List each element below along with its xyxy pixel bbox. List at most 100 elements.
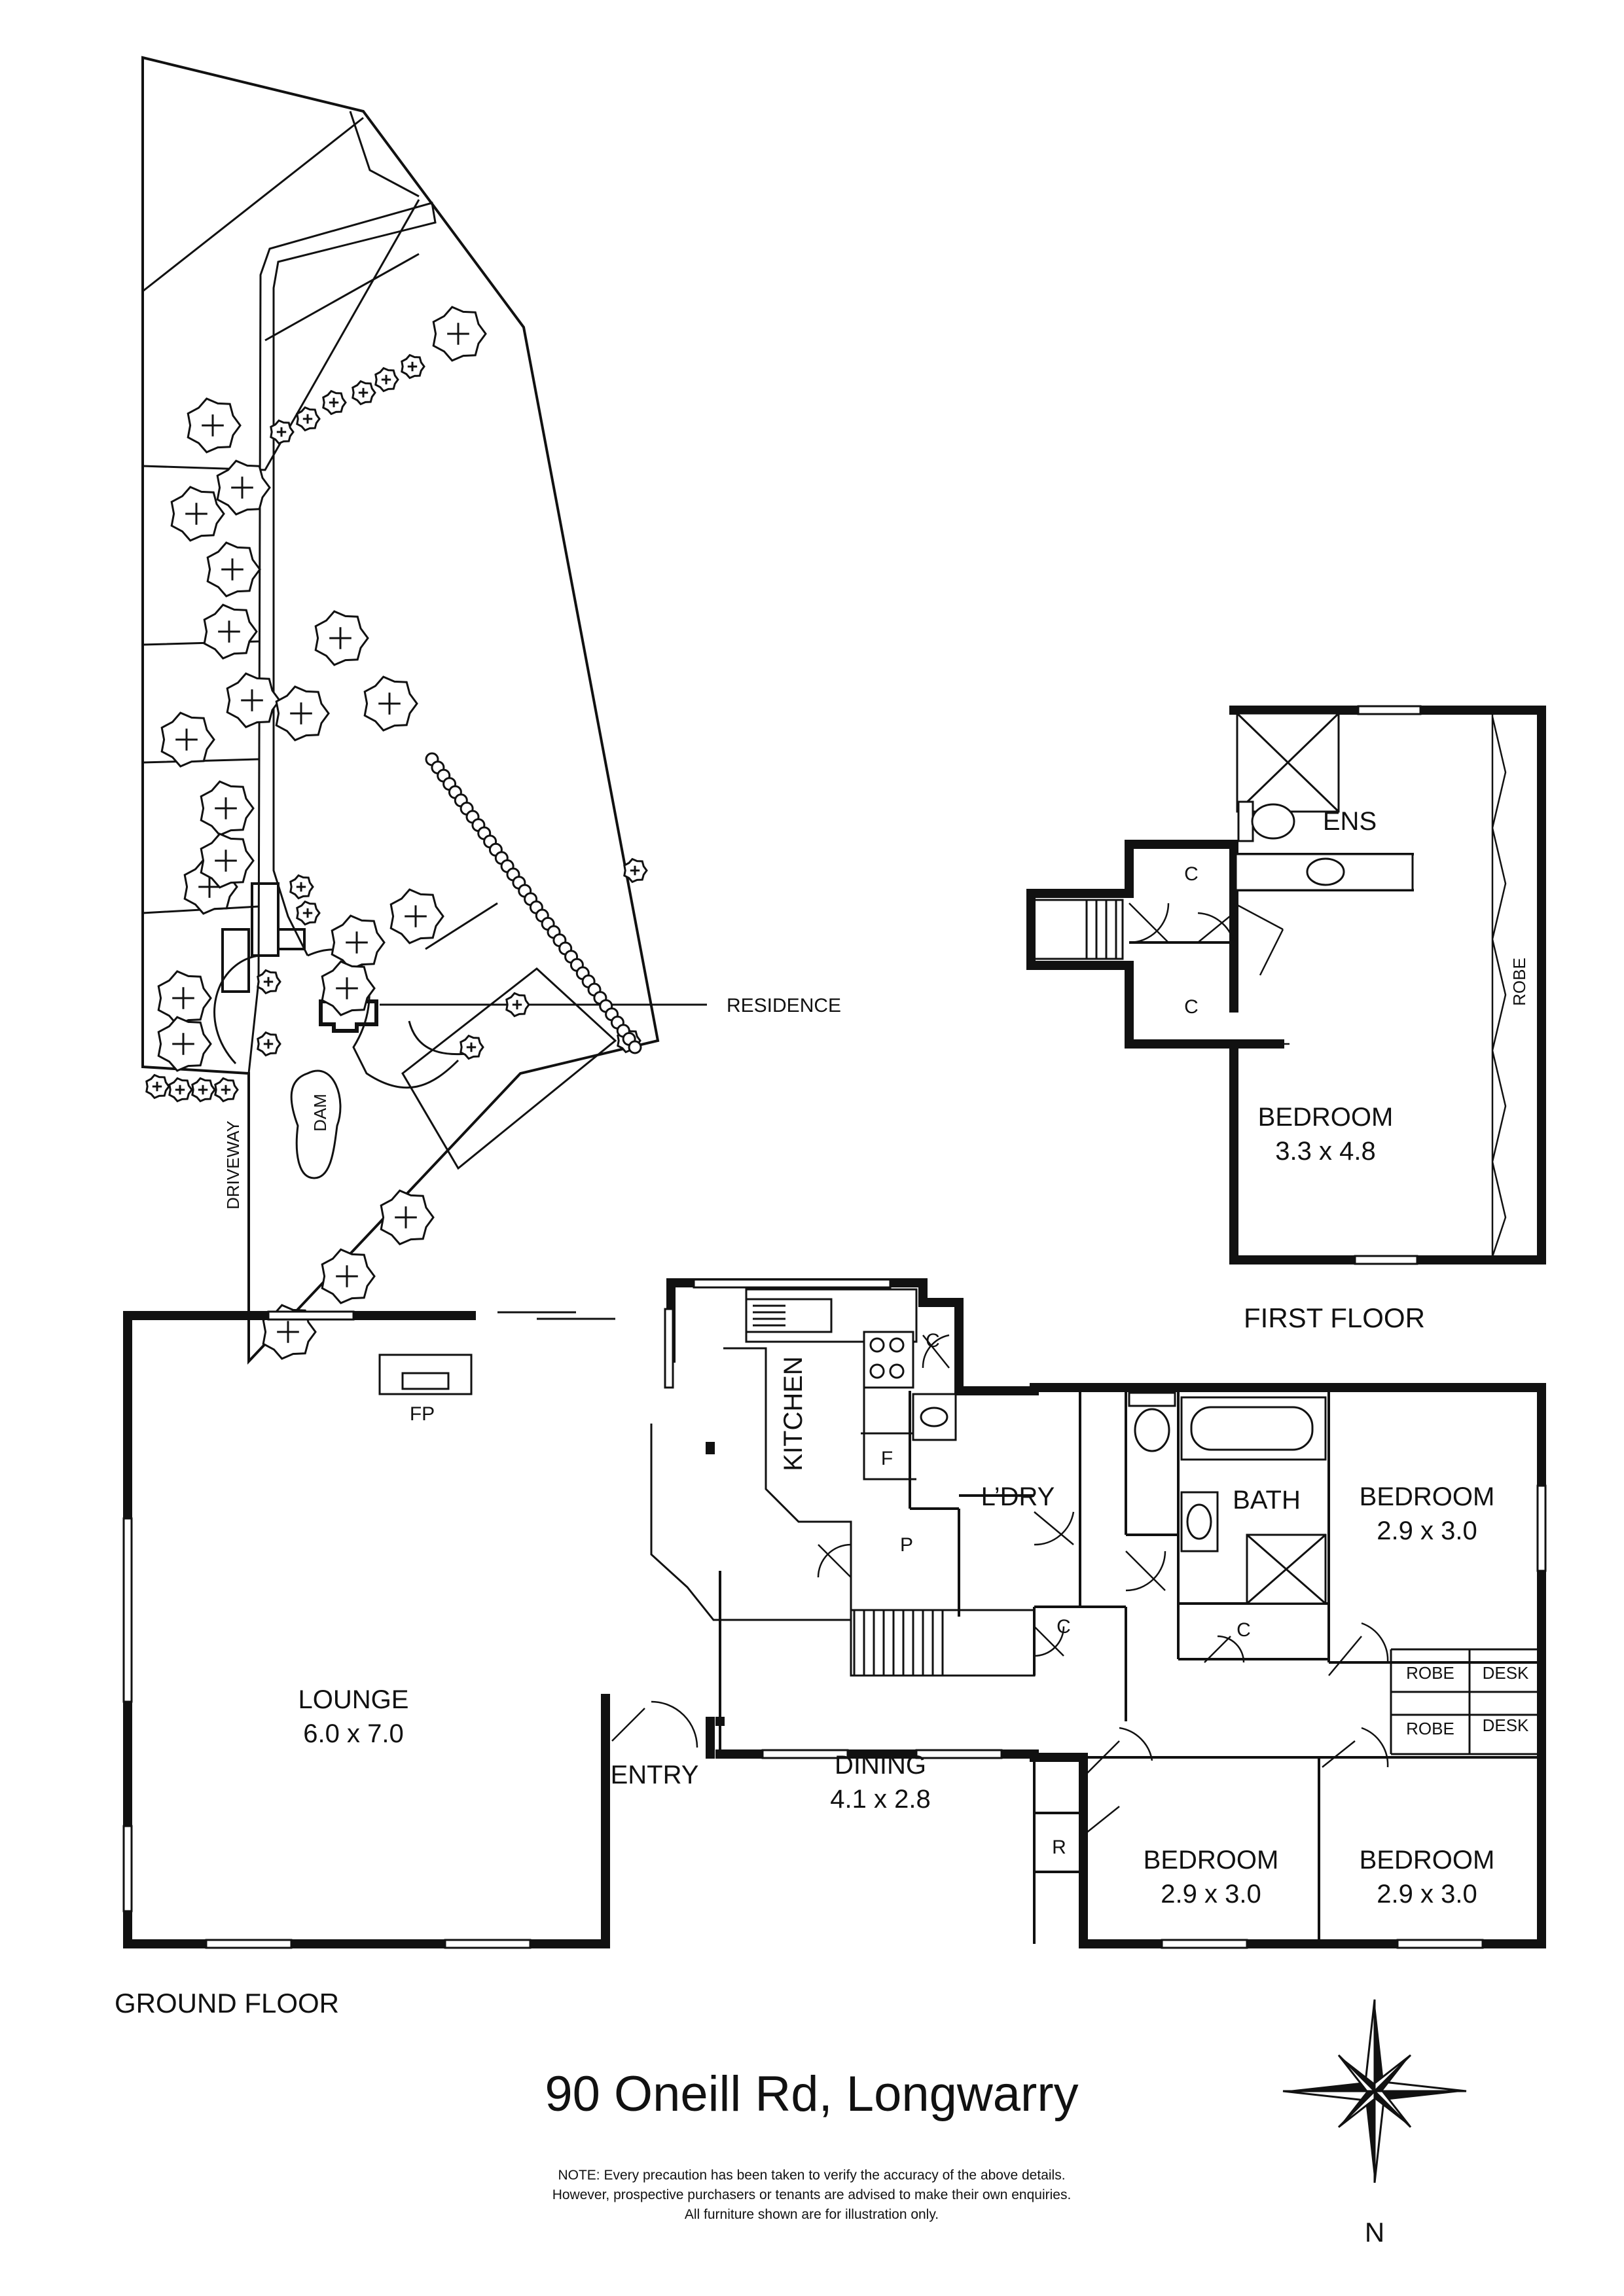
vanity-basin	[1186, 1503, 1212, 1540]
tree-icon-detail	[202, 414, 224, 437]
tree-icon-detail	[241, 689, 263, 711]
tree-icon-detail	[215, 797, 237, 819]
window	[693, 1278, 892, 1289]
shrub-icon-detail	[263, 977, 274, 987]
tree-group	[145, 306, 648, 1360]
shrub-icon-detail	[381, 374, 391, 385]
kitchen-closet-label: C	[926, 1330, 940, 1352]
ff-closet-2-label: C	[1184, 996, 1199, 1018]
dam-label: DAM	[310, 1094, 330, 1132]
bath-closet-label: C	[1236, 1619, 1251, 1641]
bed-ne-label: BEDROOM	[1360, 1482, 1495, 1511]
laundry-label: L’DRY	[981, 1482, 1055, 1511]
hedge-icon	[628, 1040, 642, 1054]
shower-x	[1246, 1534, 1326, 1605]
desk-label-1: DESK	[1483, 1663, 1529, 1683]
bed-s2-dim: 2.9 x 3.0	[1377, 1880, 1477, 1909]
note-line-2: However, prospective purchasers or tenan…	[552, 2187, 1072, 2202]
tree-icon-detail	[329, 627, 352, 649]
bed-s1-label: BEDROOM	[1144, 1846, 1279, 1874]
tree-icon-detail	[172, 1033, 194, 1055]
ens-toilet-cistern	[1237, 800, 1254, 842]
ground-floor-title: GROUND FLOOR	[115, 1988, 339, 2018]
window	[205, 1939, 293, 1949]
ff-window-top	[1357, 705, 1422, 715]
bath-label: BATH	[1233, 1486, 1301, 1515]
dam-outline	[290, 1069, 342, 1179]
tree-icon-detail	[447, 323, 469, 345]
bed-s1-dim: 2.9 x 3.0	[1161, 1880, 1261, 1909]
compass-north-label: N	[1365, 2217, 1384, 2248]
ens-toilet-bowl	[1251, 803, 1295, 840]
shrub-icon-detail	[466, 1042, 477, 1052]
shrub-icon-detail	[329, 397, 339, 408]
shrub-icon-detail	[198, 1085, 208, 1095]
first-floor-doors	[1128, 902, 1290, 1045]
bed-ne-dim: 2.9 x 3.0	[1377, 1516, 1477, 1545]
entry-walls	[601, 1694, 725, 1759]
window	[1536, 1484, 1547, 1572]
shrub-icon-detail	[175, 1085, 185, 1095]
window	[1396, 1939, 1484, 1949]
robe-label-1: ROBE	[1406, 1663, 1454, 1683]
shed-2	[221, 928, 250, 993]
window	[122, 1825, 133, 1912]
first-floor-walls	[1026, 706, 1546, 1265]
tree-icon-detail	[221, 558, 244, 581]
bed-s2-label: BEDROOM	[1360, 1846, 1495, 1874]
residence-label: RESIDENCE	[727, 995, 841, 1016]
wc-bowl	[1134, 1408, 1170, 1452]
tree-icon-detail	[336, 1265, 358, 1287]
tree-icon-detail	[215, 850, 237, 872]
kitchen-counter	[650, 1347, 852, 1621]
lower-bedroom-walls	[1033, 1754, 1542, 1944]
wc-walls	[1125, 1391, 1180, 1536]
burner	[889, 1337, 905, 1353]
wc-cistern	[1128, 1391, 1176, 1407]
window	[444, 1939, 532, 1949]
ens-label: ENS	[1323, 807, 1377, 836]
ff-closet-1-label: C	[1184, 863, 1199, 885]
tree-icon-detail	[395, 1206, 417, 1229]
site-plan	[141, 56, 707, 1365]
first-floor-title: FIRST FLOOR	[1244, 1302, 1425, 1333]
lot-lines	[142, 111, 420, 914]
tree-icon-detail	[185, 503, 208, 525]
fireplace-hearth	[401, 1372, 450, 1390]
sink-lines	[753, 1304, 785, 1327]
robe-label-2: ROBE	[1406, 1719, 1454, 1738]
tree-icon-detail	[172, 987, 194, 1009]
kitchen-sink	[745, 1298, 833, 1333]
dining-dim: 4.1 x 2.8	[830, 1785, 930, 1814]
driveway-label: DRIVEWAY	[223, 1121, 243, 1210]
tree-icon-detail	[336, 977, 358, 999]
shed-1	[251, 882, 280, 957]
window	[761, 1749, 849, 1759]
ff-bedroom-label: BEDROOM	[1258, 1103, 1394, 1132]
tree-icon-detail	[290, 702, 312, 725]
first-floor-stairs	[1034, 899, 1124, 960]
ff-window-bottom	[1354, 1255, 1418, 1265]
first-floor-plan	[1026, 705, 1546, 1265]
sliding-door	[497, 1311, 615, 1320]
fp-label: FP	[410, 1403, 435, 1425]
ff-bedroom-dim: 3.3 x 4.8	[1275, 1137, 1375, 1166]
lounge-dim: 6.0 x 7.0	[303, 1719, 403, 1748]
lounge-label: LOUNGE	[298, 1685, 409, 1714]
desk-label-2: DESK	[1483, 1715, 1529, 1735]
burner	[869, 1337, 885, 1353]
shrub-icon-detail	[512, 999, 522, 1010]
shrub-icon-detail	[276, 427, 287, 437]
shrub-icon-detail	[152, 1081, 162, 1092]
bathtub-inner	[1190, 1406, 1314, 1451]
burner	[869, 1363, 885, 1379]
ground-floor-plan	[122, 1278, 1547, 1949]
note-line-1: NOTE: Every precaution has been taken to…	[558, 2168, 1065, 2183]
fridge-box	[864, 1432, 910, 1480]
window	[122, 1517, 133, 1703]
r-label: R	[1052, 1837, 1066, 1858]
tree-icon-detail	[218, 620, 240, 643]
ground-stairs	[850, 1609, 1036, 1677]
address-title: 90 Oneill Rd, Longwarry	[545, 2066, 1078, 2122]
